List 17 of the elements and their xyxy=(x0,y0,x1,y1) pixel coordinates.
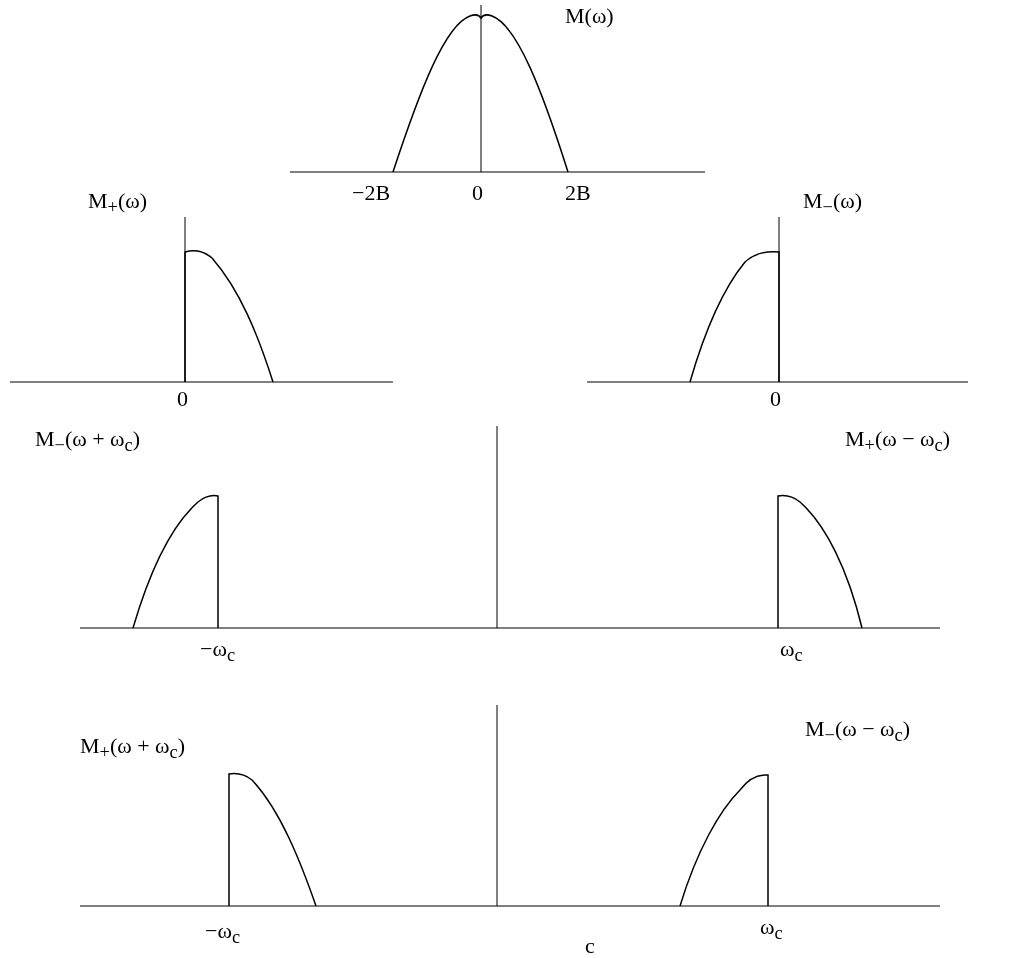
tick-label: 0 xyxy=(472,182,483,204)
spectrum-label: M$_{−}$(ω) xyxy=(803,190,863,217)
spectrum-label: M$_{+}$(ω) xyxy=(88,190,148,217)
tick-label: −2B xyxy=(352,182,391,204)
axis-label: c xyxy=(585,935,595,957)
tick-label: 0 xyxy=(770,388,781,410)
tick-label: −ω$_{c}$ xyxy=(200,638,236,665)
tick-label: 2B xyxy=(565,182,591,204)
tick-label: ω$_{c}$ xyxy=(760,916,783,943)
spectrum-label: M$_{+}$(ω + ω$_{c}$) xyxy=(80,735,186,762)
tick-label: 0 xyxy=(177,388,188,410)
spectrum-label: M(ω) xyxy=(565,5,614,27)
spectrum-label: M$_{−}$(ω − ω$_{c}$) xyxy=(805,718,911,745)
spectrum-label: M$_{−}$(ω + ω$_{c}$) xyxy=(35,428,141,455)
tick-label: −ω$_{c}$ xyxy=(205,920,241,947)
spectrum-label: M$_{+}$(ω − ω$_{c}$) xyxy=(845,428,951,455)
tick-label: ω$_{c}$ xyxy=(780,638,803,665)
